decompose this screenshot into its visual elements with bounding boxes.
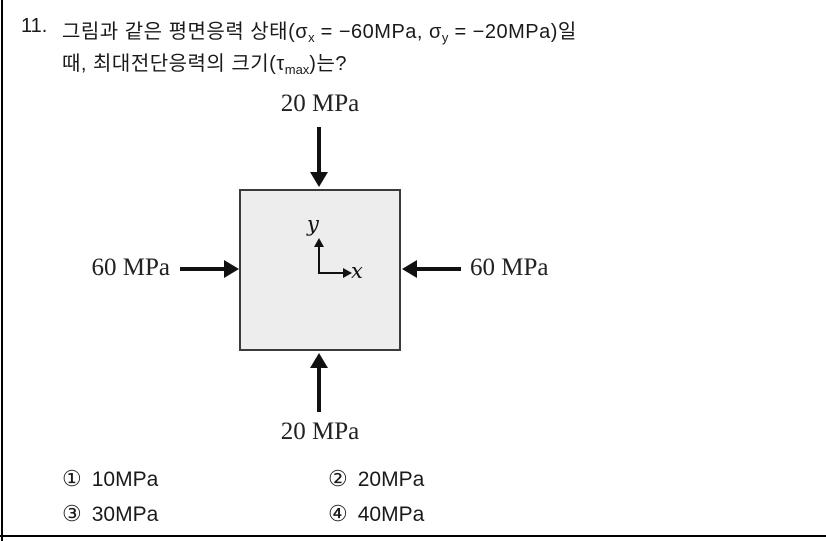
choice-3-marker: ③ [62,501,82,526]
x-axis-shaft [319,272,345,274]
x-axis-label: x [351,259,363,283]
question-text-line1: 그림과 같은 평면응력 상태(σx = −60MPa, σy = −20MPa)… [62,15,577,45]
top-stress-arrowhead-icon [310,172,328,187]
bottom-stress-arrow-shaft [317,366,321,412]
bottom-stress-label: 20 MPa [280,418,360,445]
answer-choice-3: ③ 30MPa [62,501,158,527]
left-stress-arrow-shaft [180,267,226,271]
bottom-stress-arrowhead-icon [310,353,328,368]
question-text-segment: )는? [309,53,347,75]
answer-choice-4: ④ 40MPa [328,501,424,527]
question-text-segment: = −20MPa)일 [448,21,577,43]
answer-choice-2: ② 20MPa [328,466,424,492]
top-stress-arrow-shaft [317,127,321,174]
y-axis-shaft [318,246,320,274]
page-border-bottom [0,535,826,537]
question-text-segment: 그림과 같은 평면응력 상태(σ [62,21,309,43]
right-stress-arrowhead-icon [402,260,417,278]
right-stress-label: 60 MPa [470,254,549,281]
sigma-x-subscript: x [308,30,315,45]
tau-max-subscript: max [284,62,310,77]
right-stress-arrow-shaft [415,267,461,271]
left-stress-arrowhead-icon [224,260,239,278]
choice-2-label: 20MPa [357,468,425,491]
x-axis-arrowhead-icon [343,268,352,278]
stress-element-square [239,189,401,351]
y-axis-arrowhead-icon [314,238,324,247]
question-text-segment: 때, 최대전단응력의 크기(τ [62,53,285,75]
top-stress-label: 20 MPa [280,90,360,117]
answer-choice-1: ① 10MPa [62,466,158,492]
y-axis-label: y [307,212,319,236]
question-text-segment: = −60MPa, σ [314,21,442,43]
choice-1-marker: ① [62,466,82,491]
choice-2-marker: ② [328,466,348,491]
sigma-y-subscript: y [441,30,449,45]
left-stress-label: 60 MPa [91,254,170,281]
choice-4-marker: ④ [328,501,348,526]
page-border-left [1,0,3,541]
choice-1-label: 10MPa [91,468,159,491]
question-text-line2: 때, 최대전단응력의 크기(τmax)는? [62,47,347,77]
choice-4-label: 40MPa [357,503,425,526]
choice-3-label: 30MPa [91,503,159,526]
question-number: 11. [21,15,48,37]
